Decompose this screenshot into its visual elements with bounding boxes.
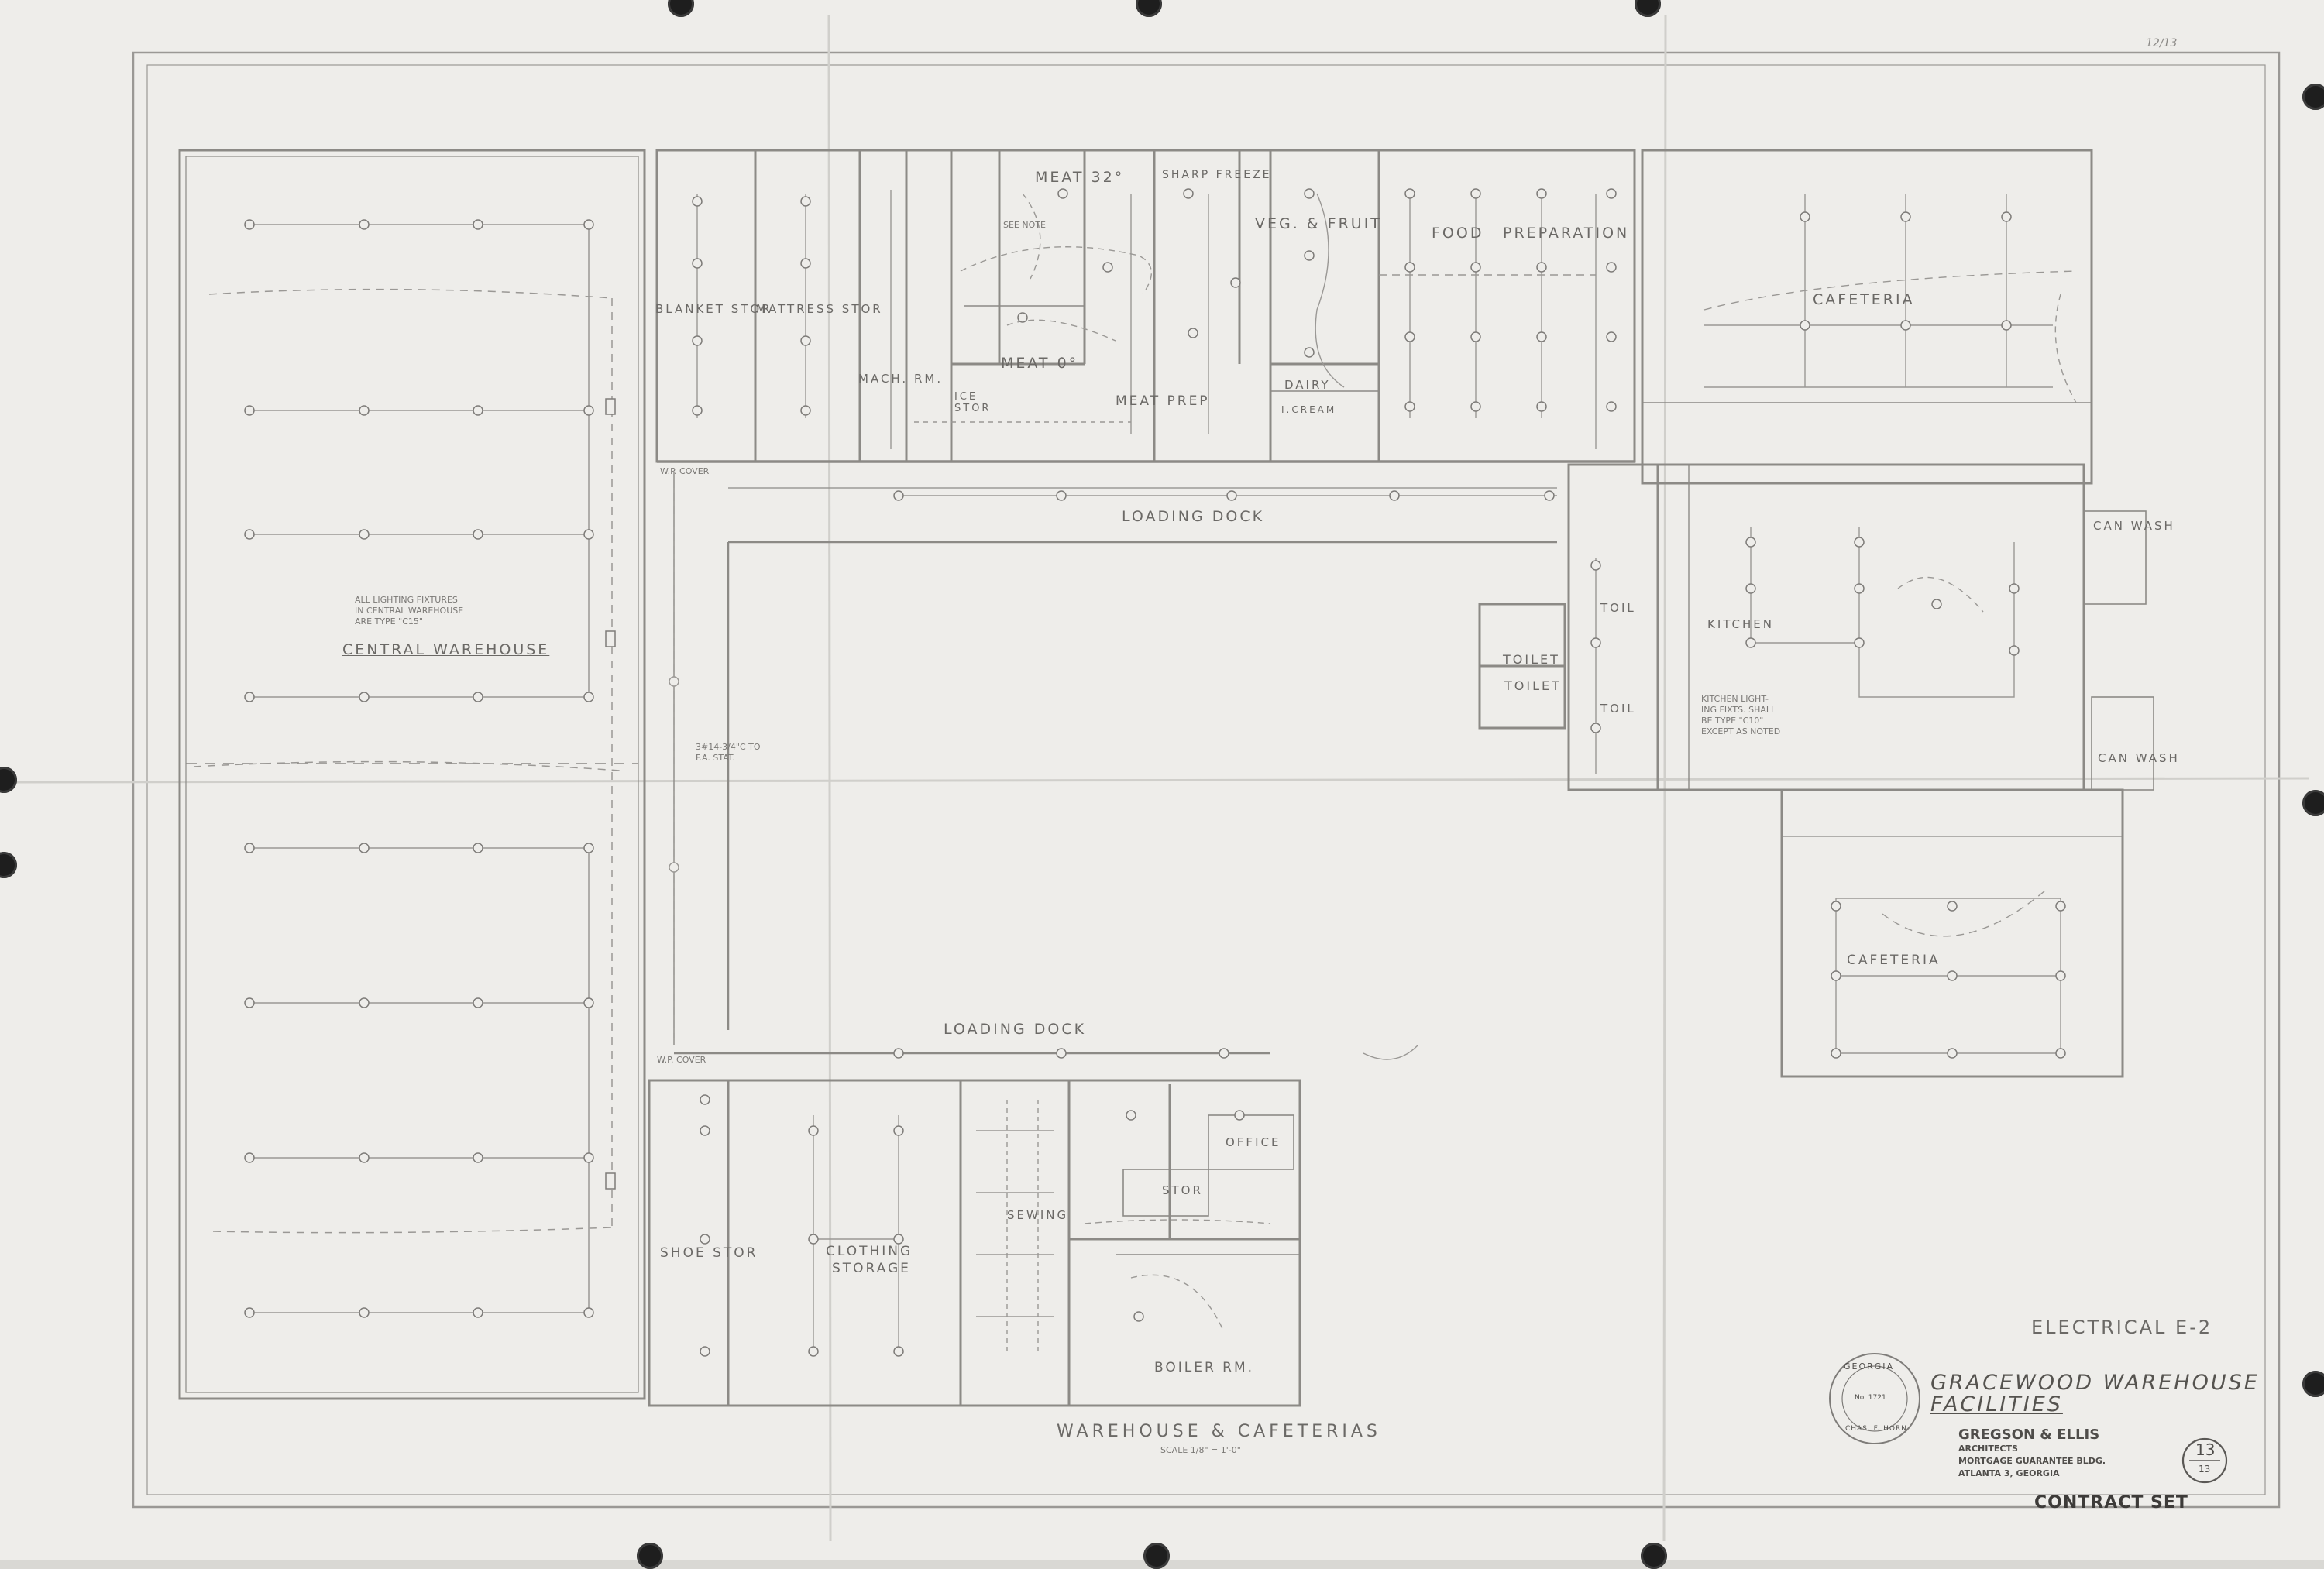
room-label-meat-32: MEAT 32° bbox=[1035, 169, 1125, 186]
room-label-cafeteria-south: CAFETERIA bbox=[1847, 953, 1941, 968]
room-label-meat-0: MEAT 0° bbox=[1001, 355, 1079, 372]
mounting-pin bbox=[0, 852, 17, 878]
room-label-toilet-2: TOILET bbox=[1504, 678, 1562, 693]
kitchen-block-walls bbox=[1478, 149, 2154, 1078]
architect-seal bbox=[1829, 1353, 1920, 1444]
central-warehouse-fixture-rows bbox=[193, 224, 621, 1313]
north-wing-walls bbox=[655, 149, 1636, 1045]
central-warehouse-walls bbox=[178, 149, 646, 1400]
room-label-dairy: DAIRY bbox=[1284, 378, 1331, 392]
room-label-can-wash-2: CAN WASH bbox=[2098, 751, 2180, 765]
mounting-pin bbox=[2302, 84, 2324, 110]
room-label-clothing-1: CLOTHING bbox=[826, 1244, 913, 1259]
south-wing-fixtures bbox=[700, 1048, 1245, 1357]
seal-state: GEORGIA bbox=[1844, 1361, 1895, 1372]
room-label-food-2: PREPARATION bbox=[1503, 225, 1630, 242]
corner-mark: 12/13 bbox=[2146, 37, 2178, 50]
mounting-pin bbox=[637, 1543, 663, 1569]
note-see-note: SEE NOTE bbox=[1003, 220, 1046, 230]
project-title-line2: FACILITIES bbox=[1930, 1392, 2063, 1416]
kitchen-block-fixtures bbox=[1590, 211, 2066, 1059]
room-label-sewing: SEWING bbox=[1007, 1208, 1069, 1222]
mounting-pin bbox=[668, 0, 694, 17]
room-label-mattress-stor: MATTRESS STOR bbox=[756, 302, 883, 316]
room-label-veg-fruit: VEG. & FRUIT bbox=[1255, 215, 1382, 232]
sheet-total: 13 bbox=[2199, 1464, 2211, 1475]
firm-address2: ATLANTA 3, GEORGIA bbox=[1958, 1468, 2060, 1478]
exterior-circuit bbox=[669, 480, 1418, 1060]
mounting-pin bbox=[2302, 790, 2324, 816]
mounting-pin bbox=[1635, 0, 1661, 17]
project-title-line1: GRACEWOOD WAREHOUSE bbox=[1930, 1371, 2260, 1395]
room-label-boiler-rm: BOILER RM. bbox=[1154, 1360, 1255, 1375]
note-warehouse-fixtures: ALL LIGHTING FIXTURES IN CENTRAL WAREHOU… bbox=[355, 595, 464, 627]
mounting-pin bbox=[1143, 1543, 1170, 1569]
south-wing-circuits bbox=[813, 1100, 1271, 1355]
room-label-ice-cream: I.CREAM bbox=[1281, 404, 1337, 415]
room-label-can-wash-1: CAN WASH bbox=[2093, 519, 2175, 533]
room-label-sharp-freeze: SHARP FREEZE bbox=[1162, 169, 1272, 181]
room-label-mach-rm: MACH. RM. bbox=[858, 372, 944, 386]
drawing-title: WAREHOUSE & CAFETERIAS bbox=[1057, 1422, 1381, 1441]
drawing-scale: SCALE 1/8" = 1'-0" bbox=[1160, 1445, 1241, 1455]
room-label-meat-prep: MEAT PREP bbox=[1116, 393, 1210, 409]
sheet-number: 13 bbox=[2195, 1440, 2216, 1459]
room-label-cafeteria-north: CAFETERIA bbox=[1813, 291, 1915, 308]
note-kitchen-lighting: KITCHEN LIGHT- ING FIXTS. SHALL BE TYPE … bbox=[1701, 694, 1781, 736]
firm-address1: MORTGAGE GUARANTEE BLDG. bbox=[1958, 1456, 2106, 1466]
firm-role: ARCHITECTS bbox=[1958, 1444, 2018, 1454]
room-label-kitchen: KITCHEN bbox=[1707, 617, 1774, 631]
room-label-office: OFFICE bbox=[1226, 1135, 1281, 1149]
seal-name: CHAS. F. HORN bbox=[1845, 1425, 1907, 1433]
room-label-loading-dock-south: LOADING DOCK bbox=[944, 1021, 1087, 1038]
room-label-toil-2: TOIL bbox=[1600, 702, 1636, 716]
room-label-stor: STOR bbox=[1162, 1183, 1203, 1197]
mounting-pin bbox=[0, 767, 17, 793]
mounting-pin bbox=[2302, 1371, 2324, 1397]
mounting-pin bbox=[1136, 0, 1162, 17]
room-label-shoe-stor: SHOE STOR bbox=[660, 1245, 758, 1261]
sheet-number-circle bbox=[2181, 1437, 2228, 1484]
note-wp-cover-1: W.P. COVER bbox=[660, 466, 710, 476]
outer-border bbox=[132, 51, 2281, 1509]
sheet-title: ELECTRICAL E-2 bbox=[2031, 1317, 2213, 1338]
central-warehouse-fixtures bbox=[244, 219, 616, 1318]
room-label-clothing-2: STORAGE bbox=[832, 1261, 911, 1276]
south-wing-walls bbox=[648, 1052, 1301, 1407]
note-fa-stat: 3#14-3/4"C TO F.A. STAT. bbox=[696, 742, 761, 763]
room-label-toilet-1: TOILET bbox=[1503, 652, 1560, 667]
firm-name: GREGSON & ELLIS bbox=[1958, 1427, 2100, 1443]
seal-number: No. 1721 bbox=[1855, 1394, 1886, 1402]
contract-set-stamp: CONTRACT SET bbox=[2034, 1493, 2188, 1512]
north-wing-fixtures bbox=[692, 188, 1617, 501]
inner-border bbox=[146, 64, 2266, 1495]
room-label-ice-stor: ICE STOR bbox=[954, 391, 992, 414]
room-label-loading-dock-north: LOADING DOCK bbox=[1122, 508, 1265, 525]
mounting-pin bbox=[1641, 1543, 1667, 1569]
room-label-central-warehouse: CENTRAL WAREHOUSE bbox=[342, 641, 550, 658]
room-label-blanket-stor: BLANKET STOR bbox=[655, 302, 772, 316]
room-label-food-1: FOOD bbox=[1432, 225, 1484, 242]
note-wp-cover-2: W.P. COVER bbox=[657, 1055, 706, 1065]
room-label-toil-1: TOIL bbox=[1600, 601, 1636, 615]
